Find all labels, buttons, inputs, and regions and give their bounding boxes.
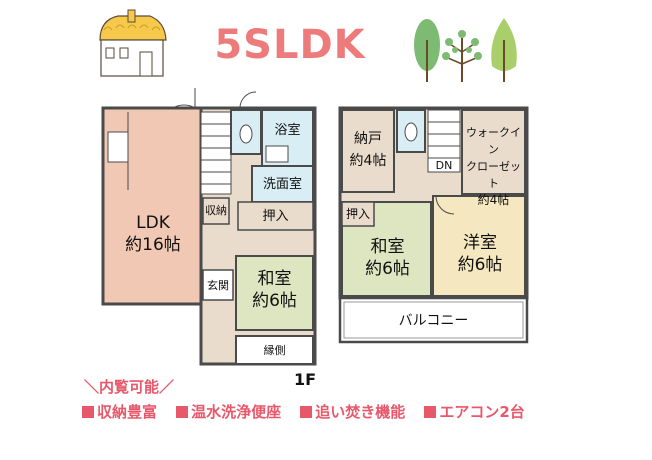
balcony	[338, 296, 529, 344]
entrance-label: 玄関	[207, 279, 229, 292]
washroom-label: 洗面室	[262, 177, 302, 192]
nando-label: 納戸 約4帖	[349, 131, 387, 169]
closet-1f-label: 押入	[262, 209, 289, 224]
stairs-1f	[200, 111, 232, 195]
washitsu-2f-label: 和室 約6帖	[365, 237, 410, 279]
stairs-2f	[427, 109, 461, 173]
washroom	[251, 165, 314, 203]
ldk-label: LDK 約16帖	[125, 213, 181, 255]
floor-label-1f: 1F	[294, 370, 317, 389]
walkin-closet-label: ウォークイン クローゼット 約4帖	[466, 126, 521, 207]
floor-2-plan	[338, 106, 529, 344]
feature-item: 温水洗浄便座	[176, 403, 281, 421]
walkin-closet	[461, 109, 526, 195]
feature-item: 追い焚き機能	[300, 403, 405, 421]
engawa-label: 縁側	[263, 344, 286, 357]
closet-2f-label: 押入	[345, 207, 370, 221]
entrance	[202, 269, 234, 301]
youshitsu-label: 洋室 約6帖	[457, 233, 503, 275]
bath-label: 浴室	[274, 123, 301, 138]
features-header: ＼内覧可能／	[84, 378, 175, 396]
storage-1f	[202, 197, 230, 225]
features-list: 収納豊富 温水洗浄便座 追い焚き機能 エアコン2台	[82, 401, 642, 422]
square-bullet-icon	[82, 406, 94, 418]
closet-1f	[237, 201, 314, 231]
feature-item: 収納豊富	[82, 403, 157, 421]
washitsu-1f	[235, 255, 314, 331]
balcony-label: バルコニー	[398, 313, 469, 329]
square-bullet-icon	[176, 406, 189, 418]
feature-item: エアコン2台	[424, 403, 525, 421]
engawa	[235, 335, 314, 365]
storage-label: 収納	[205, 204, 227, 217]
square-bullet-icon	[300, 406, 313, 418]
square-bullet-icon	[424, 406, 437, 418]
floor-1-plan	[101, 88, 317, 366]
nando-room	[341, 109, 395, 193]
washitsu-1f-label: 和室 約6帖	[252, 269, 297, 311]
dn-label: DN	[435, 159, 453, 172]
page-title: 5SLDK	[214, 22, 366, 68]
